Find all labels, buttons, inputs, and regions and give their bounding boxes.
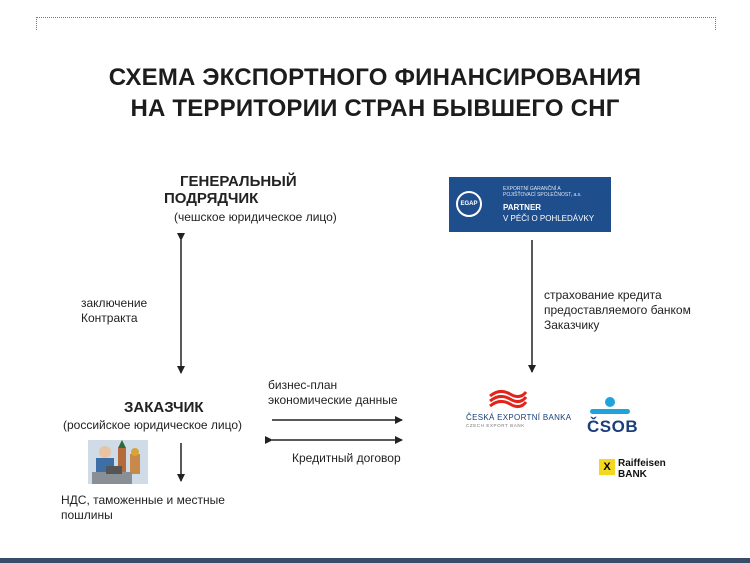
- egap-partner: PARTNER: [503, 203, 542, 212]
- csob-logo: ČSOB: [587, 417, 639, 436]
- duties-label-line1: НДС, таможенные и местные: [61, 493, 225, 507]
- slide-bottom-bar: [0, 558, 750, 563]
- slide-title-line2: НА ТЕРРИТОРИИ СТРАН БЫВШЕГО СНГ: [130, 95, 620, 122]
- business-plan-label-line2: экономические данные: [268, 393, 398, 407]
- ceb-name: ČESKÁ EXPORTNÍ BANKA: [466, 413, 572, 422]
- duties-label-line2: пошлины: [61, 508, 113, 522]
- raiffeisen-bank: BANK: [618, 469, 647, 480]
- contract-label-line1: заключение: [81, 296, 148, 310]
- csob-wave-icon: [590, 397, 630, 414]
- contractor-title-line2: ПОДРЯДЧИК: [164, 190, 259, 207]
- businessman-photo: [88, 440, 148, 484]
- contractor-subtitle: (чешское юридическое лицо): [174, 210, 337, 224]
- egap-logo: EGAP EXPORTNÍ GARANČNÍ A POJIŠŤOVACÍ SPO…: [449, 177, 611, 232]
- raiffeisen-name: Raiffeisen: [618, 458, 666, 469]
- insurance-label-line1: страхование кредита: [544, 288, 662, 302]
- raiffeisen-mark-icon: X: [599, 459, 615, 475]
- slide-title-line1: СХЕМА ЭКСПОРТНОГО ФИНАНСИРОВАНИЯ: [108, 64, 642, 91]
- ceb-logo: ČESKÁ EXPORTNÍ BANKA CZECH EXPORT BANK: [466, 388, 571, 428]
- egap-small-line2: POJIŠŤOVACÍ SPOLEČNOST, a.s.: [503, 192, 582, 198]
- insurance-label-line3: Заказчику: [544, 318, 600, 332]
- contract-label-line2: Контракта: [81, 311, 138, 325]
- egap-small-line1: EXPORTNÍ GARANČNÍ A: [503, 186, 561, 192]
- ceb-flag-icon: [489, 389, 528, 409]
- customer-subtitle: (российское юридическое лицо): [63, 418, 243, 432]
- egap-mark-icon: EGAP: [456, 191, 482, 217]
- egap-tagline: V PÉČI O POHLEDÁVKY: [503, 214, 595, 223]
- contractor-title-line1: ГЕНЕРАЛЬНЫЙ: [180, 173, 297, 190]
- business-plan-label-line1: бизнес-план: [268, 378, 338, 392]
- customer-title: ЗАКАЗЧИК: [124, 399, 204, 416]
- slide-border-top: [36, 17, 716, 30]
- credit-agreement-label: Кредитный договор: [292, 451, 401, 465]
- insurance-label-line2: предоставляемого банком: [544, 303, 691, 317]
- ceb-subtitle: CZECH EXPORT BANK: [466, 423, 525, 428]
